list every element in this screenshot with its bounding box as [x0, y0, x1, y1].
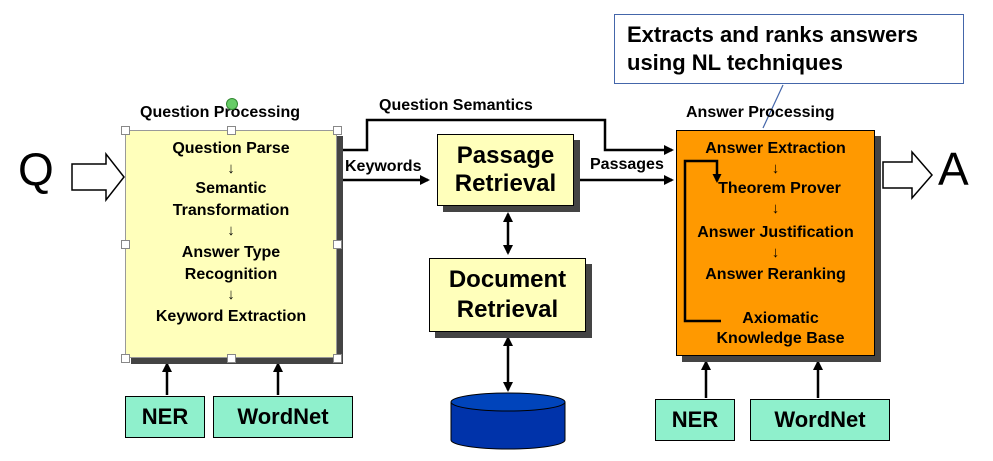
left-wordnet-box: WordNet: [213, 396, 353, 438]
output-arrow: [882, 149, 933, 201]
input-q-label: Q: [18, 143, 54, 195]
selection-handle[interactable]: [333, 240, 342, 249]
feedback-loop-connector: [683, 159, 722, 323]
step-recognition: Recognition: [184, 266, 278, 283]
callout-line-1: Extracts and ranks answers: [627, 22, 919, 47]
down-arrow-icon: ↓: [227, 222, 235, 239]
answer-processing-title: Answer Processing: [686, 104, 835, 121]
output-a-label: A: [938, 143, 969, 195]
passage-retrieval-box: Passage Retrieval: [437, 134, 574, 206]
question-processing-box: Question Parse ↓ Semantic Transformation…: [125, 130, 337, 358]
keywords-label: Keywords: [345, 158, 422, 175]
selection-handle[interactable]: [121, 126, 130, 135]
document-retrieval-line-1: Document: [448, 266, 567, 293]
database-icon: [450, 392, 566, 450]
step-answer-reranking: Answer Reranking: [705, 266, 846, 283]
left-ner-box: NER: [125, 396, 205, 438]
selection-handle[interactable]: [333, 126, 342, 135]
input-arrow: [71, 151, 125, 203]
step-keyword-extraction: Keyword Extraction: [155, 308, 307, 325]
step-semantic: Semantic: [195, 180, 267, 197]
step-question-parse: Question Parse: [172, 140, 290, 157]
right-wordnet-box: WordNet: [750, 399, 890, 441]
step-transformation: Transformation: [172, 202, 290, 219]
question-processing-title: Question Processing: [140, 104, 301, 121]
down-arrow-icon: ↓: [227, 160, 235, 177]
down-arrow-icon: ↓: [771, 244, 780, 261]
callout-line-2: using NL techniques: [627, 50, 843, 75]
step-theorem-prover: Theorem Prover: [718, 180, 841, 197]
callout-pointer: [762, 84, 784, 129]
answer-processing-box: Answer Extraction ↓ Theorem Prover ↓ Ans…: [676, 130, 875, 356]
step-answer-justification: Answer Justification: [697, 224, 854, 241]
selection-handle[interactable]: [121, 354, 130, 363]
passage-retrieval-line-2: Retrieval: [454, 170, 557, 197]
selection-handle[interactable]: [227, 126, 236, 135]
document-retrieval-box: Document Retrieval: [429, 258, 586, 332]
step-axiomatic: Axiomatic: [742, 310, 819, 327]
question-semantics-connector: [337, 118, 674, 155]
selection-handle[interactable]: [121, 240, 130, 249]
question-semantics-label: Question Semantics: [379, 97, 533, 114]
document-retrieval-line-2: Retrieval: [456, 296, 559, 323]
passage-retrieval-line-1: Passage: [456, 142, 555, 169]
selection-handle[interactable]: [227, 354, 236, 363]
selection-handle[interactable]: [333, 354, 342, 363]
step-answer-type: Answer Type: [181, 244, 281, 261]
passages-label: Passages: [590, 156, 664, 173]
down-arrow-icon: ↓: [771, 160, 780, 177]
right-ner-box: NER: [655, 399, 735, 441]
step-answer-extraction: Answer Extraction: [705, 140, 846, 157]
down-arrow-icon: ↓: [771, 200, 780, 217]
rotate-handle[interactable]: [226, 98, 238, 110]
down-arrow-icon: ↓: [227, 286, 235, 303]
step-knowledge-base: Knowledge Base: [716, 330, 845, 347]
callout-box: Extracts and ranks answers using NL tech…: [614, 14, 964, 84]
